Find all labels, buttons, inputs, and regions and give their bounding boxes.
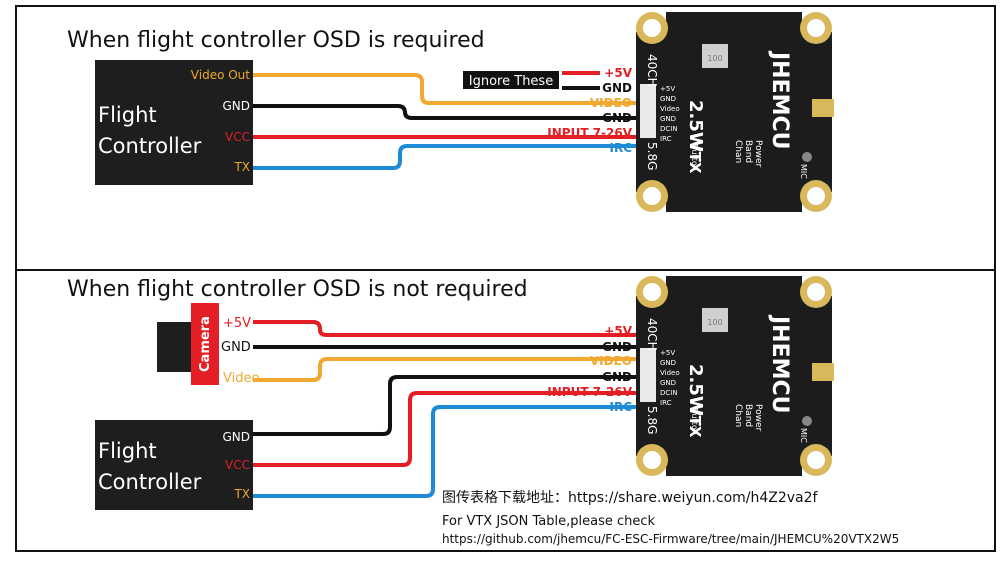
bottom-wire-5v: [253, 320, 640, 337]
top-vtx-pin-gnd2: GND: [602, 111, 632, 125]
top-vtx-board: 100 40CH 5.8G 2.5W VTX JHEMCU Button Pow…: [636, 12, 834, 212]
connector: [640, 348, 656, 402]
pad-gnd1: GND: [660, 359, 676, 367]
camera-pin-5v: +5V: [223, 316, 251, 331]
camera-lens-icon: [157, 322, 191, 372]
antenna-pad: [812, 99, 834, 117]
board-mic: MIC: [799, 164, 808, 179]
bottom-vtx-pin-irc: IRC: [609, 400, 632, 414]
board-power: 2.5W: [685, 100, 706, 152]
top-wire-video: [253, 73, 640, 105]
bottom-section: When flight controller OSD is not requir…: [67, 276, 899, 546]
bottom-wire-vcc: [253, 391, 640, 467]
top-section: When flight controller OSD is required F…: [67, 12, 834, 212]
bottom-vtx-pin-5v: +5V: [604, 324, 632, 338]
bottom-fc-pin-gnd: GND: [222, 430, 250, 444]
inductor: [702, 44, 728, 68]
top-title: When flight controller OSD is required: [67, 28, 485, 53]
bottom-vtx-pin-gnd2: GND: [602, 370, 632, 384]
bottom-vtx-pin-input: INPUT 7-26V: [547, 385, 632, 399]
top-vtx-pin-video: VIDEO: [590, 96, 632, 110]
bottom-wire-irc: [253, 405, 640, 498]
top-vtx-pin-5v: +5V: [604, 66, 632, 80]
camera-pin-video: Video: [223, 371, 259, 386]
note-github-link[interactable]: https://github.com/jhemcu/FC-ESC-Firmwar…: [442, 532, 899, 546]
mic-icon: [802, 416, 812, 426]
pad-gnd1: GND: [660, 95, 676, 103]
pad-irc: IRC: [660, 399, 672, 407]
antenna-pad: [812, 363, 834, 381]
bottom-vtx-pin-gnd1: GND: [602, 340, 632, 354]
bottom-wire-video: [253, 357, 640, 382]
top-fc-box: [95, 60, 253, 185]
bottom-fc-pin-vcc: VCC: [225, 458, 250, 472]
top-vtx-pin-input: INPUT 7-26V: [547, 126, 632, 140]
top-wire-gnd: [253, 104, 640, 120]
camera-pin-gnd: GND: [221, 340, 251, 355]
board-led-band: Band: [743, 140, 753, 163]
top-fc-name-line2: Controller: [98, 134, 202, 158]
inductor-label: 100: [707, 54, 722, 63]
board-channels: 40CH: [645, 54, 659, 87]
top-vtx-pin-gnd1: GND: [602, 81, 632, 95]
board-led-power: Power: [753, 140, 763, 168]
connector: [640, 84, 656, 138]
pad-gnd2: GND: [660, 379, 676, 387]
inductor-label: 100: [707, 318, 722, 327]
inductor: [702, 308, 728, 332]
top-fc-name-line1: Flight: [98, 103, 157, 127]
pad-video: Video: [660, 105, 680, 113]
ignore-label-box: [463, 71, 559, 89]
board-led-band: Band: [743, 404, 753, 427]
camera-body: [191, 303, 219, 385]
pad-dcin: DCIN: [660, 389, 678, 397]
board-brand: JHEMCU: [767, 50, 792, 150]
bottom-wire-fc-gnd: [253, 375, 640, 436]
board-band: 5.8G: [645, 142, 659, 170]
board-model: VTX: [686, 404, 704, 438]
bottom-fc-name-line2: Controller: [98, 470, 202, 494]
top-vtx-pin-irc: IRC: [609, 141, 632, 155]
board-channels: 40CH: [645, 318, 659, 351]
board-band: 5.8G: [645, 406, 659, 434]
pad-5v: +5V: [660, 85, 675, 93]
top-wire-irc: [253, 144, 640, 170]
board-model: VTX: [686, 140, 704, 174]
pad-irc: IRC: [660, 135, 672, 143]
note-cn-download: 图传表格下载地址：https://share.weiyun.com/h4Z2va…: [442, 490, 819, 506]
board-led-power: Power: [753, 404, 763, 432]
top-fc-pin-video-out: Video Out: [191, 68, 250, 82]
board-mic: MIC: [799, 428, 808, 443]
bottom-fc-pin-tx: TX: [233, 487, 250, 501]
bottom-vtx-board: 100 40CH 5.8G 2.5W VTX JHEMCU Button Pow…: [636, 276, 834, 476]
mic-icon: [802, 152, 812, 162]
ignore-label: Ignore These: [469, 74, 553, 89]
board-led-chan: Chan: [733, 404, 743, 427]
bottom-vtx-pin-video: VIDEO: [590, 354, 632, 368]
bottom-fc-box: [95, 420, 253, 510]
board-power: 2.5W: [685, 364, 706, 416]
bottom-title: When flight controller OSD is not requir…: [67, 277, 528, 302]
board-led-chan: Chan: [733, 140, 743, 163]
top-fc-pin-gnd: GND: [222, 99, 250, 113]
top-fc-pin-vcc: VCC: [225, 130, 250, 144]
board-brand: JHEMCU: [767, 314, 792, 414]
outer-frame: [15, 5, 996, 552]
pad-video: Video: [660, 369, 680, 377]
pad-5v: +5V: [660, 349, 675, 357]
pad-dcin: DCIN: [660, 125, 678, 133]
note-json-table: For VTX JSON Table,please check: [442, 514, 656, 529]
pcb-center: [666, 12, 802, 212]
camera-label: Camera: [198, 316, 213, 372]
board-button: Button: [690, 408, 699, 435]
pad-gnd2: GND: [660, 115, 676, 123]
bottom-fc-name-line1: Flight: [98, 439, 157, 463]
top-fc-pin-tx: TX: [233, 160, 250, 174]
board-button: Button: [690, 144, 699, 171]
